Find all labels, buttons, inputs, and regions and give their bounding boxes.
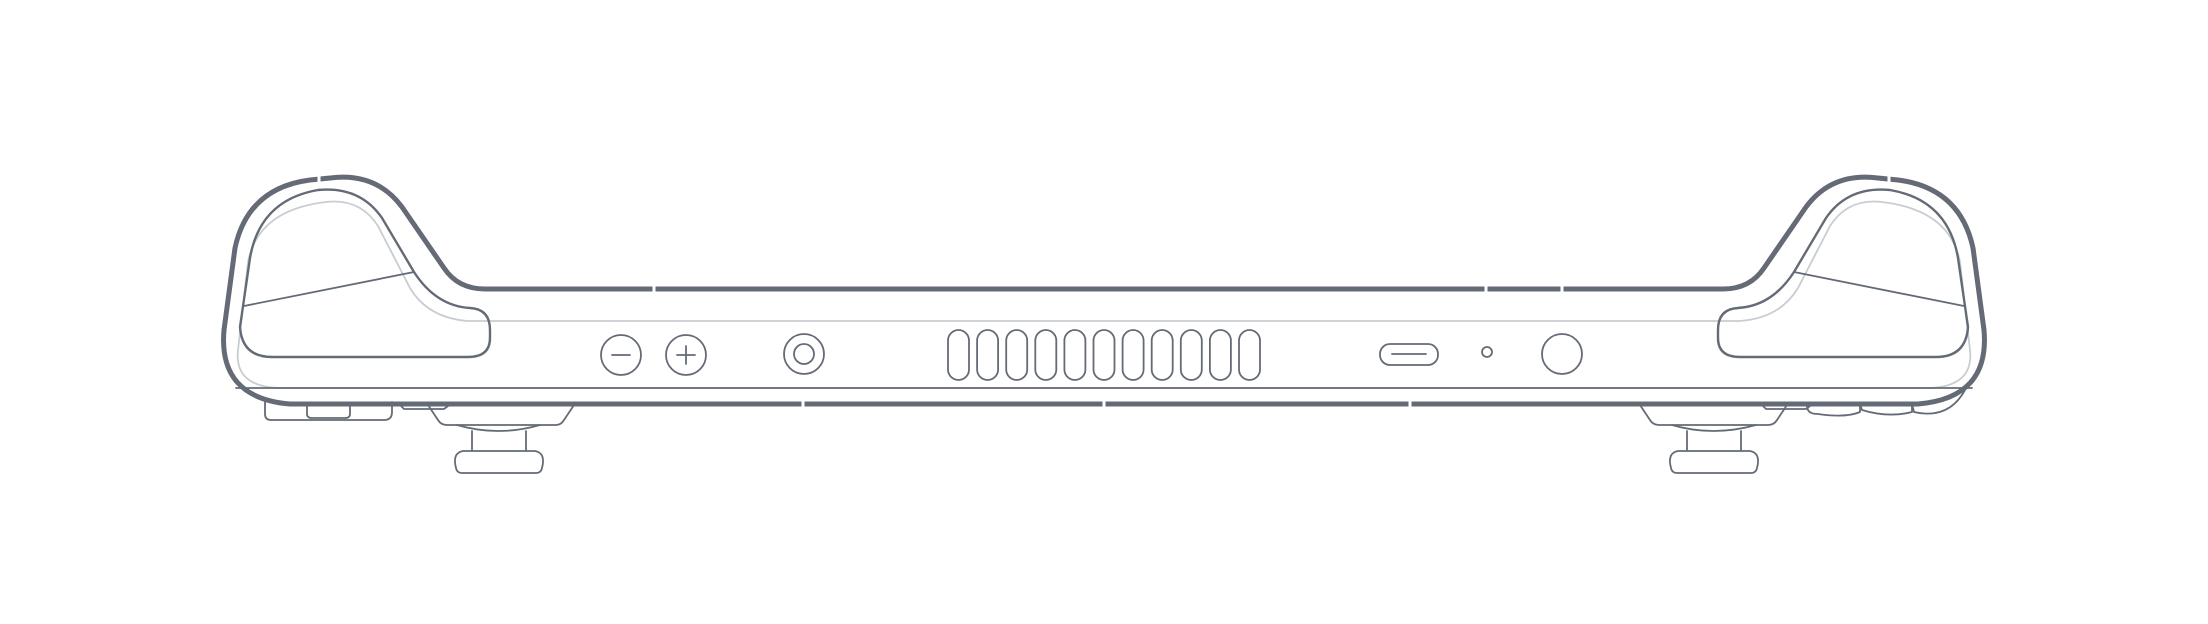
usb-c-port[interactable] bbox=[1379, 343, 1439, 366]
headphone-jack[interactable] bbox=[783, 333, 825, 375]
vent-slot bbox=[1121, 329, 1145, 381]
vent-slot bbox=[1179, 329, 1203, 381]
usb-c-port-icon bbox=[1379, 343, 1439, 366]
vent-slot bbox=[1150, 329, 1174, 381]
audio-jack-hole bbox=[793, 343, 815, 365]
right-trigger-rim bbox=[1671, 424, 1757, 432]
body-inner-contour bbox=[236, 200, 1972, 389]
vent-slot bbox=[1238, 329, 1261, 381]
right-trigger-base bbox=[1639, 404, 1788, 426]
audio-jack-icon bbox=[783, 333, 825, 375]
power-button-icon bbox=[1541, 333, 1583, 375]
right-trigger-stem bbox=[1686, 430, 1742, 451]
led-indicator-icon bbox=[1481, 346, 1493, 358]
right-trigger bbox=[1669, 450, 1759, 474]
left-trigger-stem bbox=[471, 430, 527, 451]
minus-icon bbox=[600, 334, 642, 376]
left-bumper-inner bbox=[306, 405, 351, 419]
plus-icon bbox=[665, 334, 707, 376]
vent-grille bbox=[947, 329, 1261, 381]
vent-slot bbox=[1034, 329, 1058, 381]
left-trigger-base bbox=[427, 404, 575, 426]
right-grip-ridge bbox=[1793, 271, 1965, 307]
device-body bbox=[221, 172, 1987, 410]
vent-slot bbox=[1005, 329, 1029, 381]
right-shoulder-hardware bbox=[1639, 387, 1967, 474]
vent-slot bbox=[947, 329, 970, 381]
right-bumper-tip bbox=[1911, 387, 1967, 415]
right-bumper bbox=[1805, 402, 1861, 417]
volume-down-button[interactable] bbox=[600, 334, 642, 376]
body-outline bbox=[221, 174, 1987, 407]
power-button[interactable] bbox=[1541, 333, 1583, 375]
left-trigger bbox=[454, 450, 544, 474]
right-grip-panel bbox=[1716, 188, 1970, 359]
left-shoulder-hardware bbox=[264, 401, 575, 474]
volume-up-button[interactable] bbox=[665, 334, 707, 376]
vent-slot bbox=[1209, 329, 1232, 381]
left-grip-panel bbox=[238, 188, 492, 359]
right-bumper-outer bbox=[1859, 403, 1913, 416]
left-trigger-rim bbox=[456, 424, 541, 432]
vent-slot bbox=[1092, 329, 1116, 381]
left-bumper bbox=[264, 401, 393, 421]
vent-slot bbox=[1063, 329, 1087, 381]
vent-slot bbox=[976, 329, 999, 381]
left-grip-ridge bbox=[243, 271, 415, 307]
